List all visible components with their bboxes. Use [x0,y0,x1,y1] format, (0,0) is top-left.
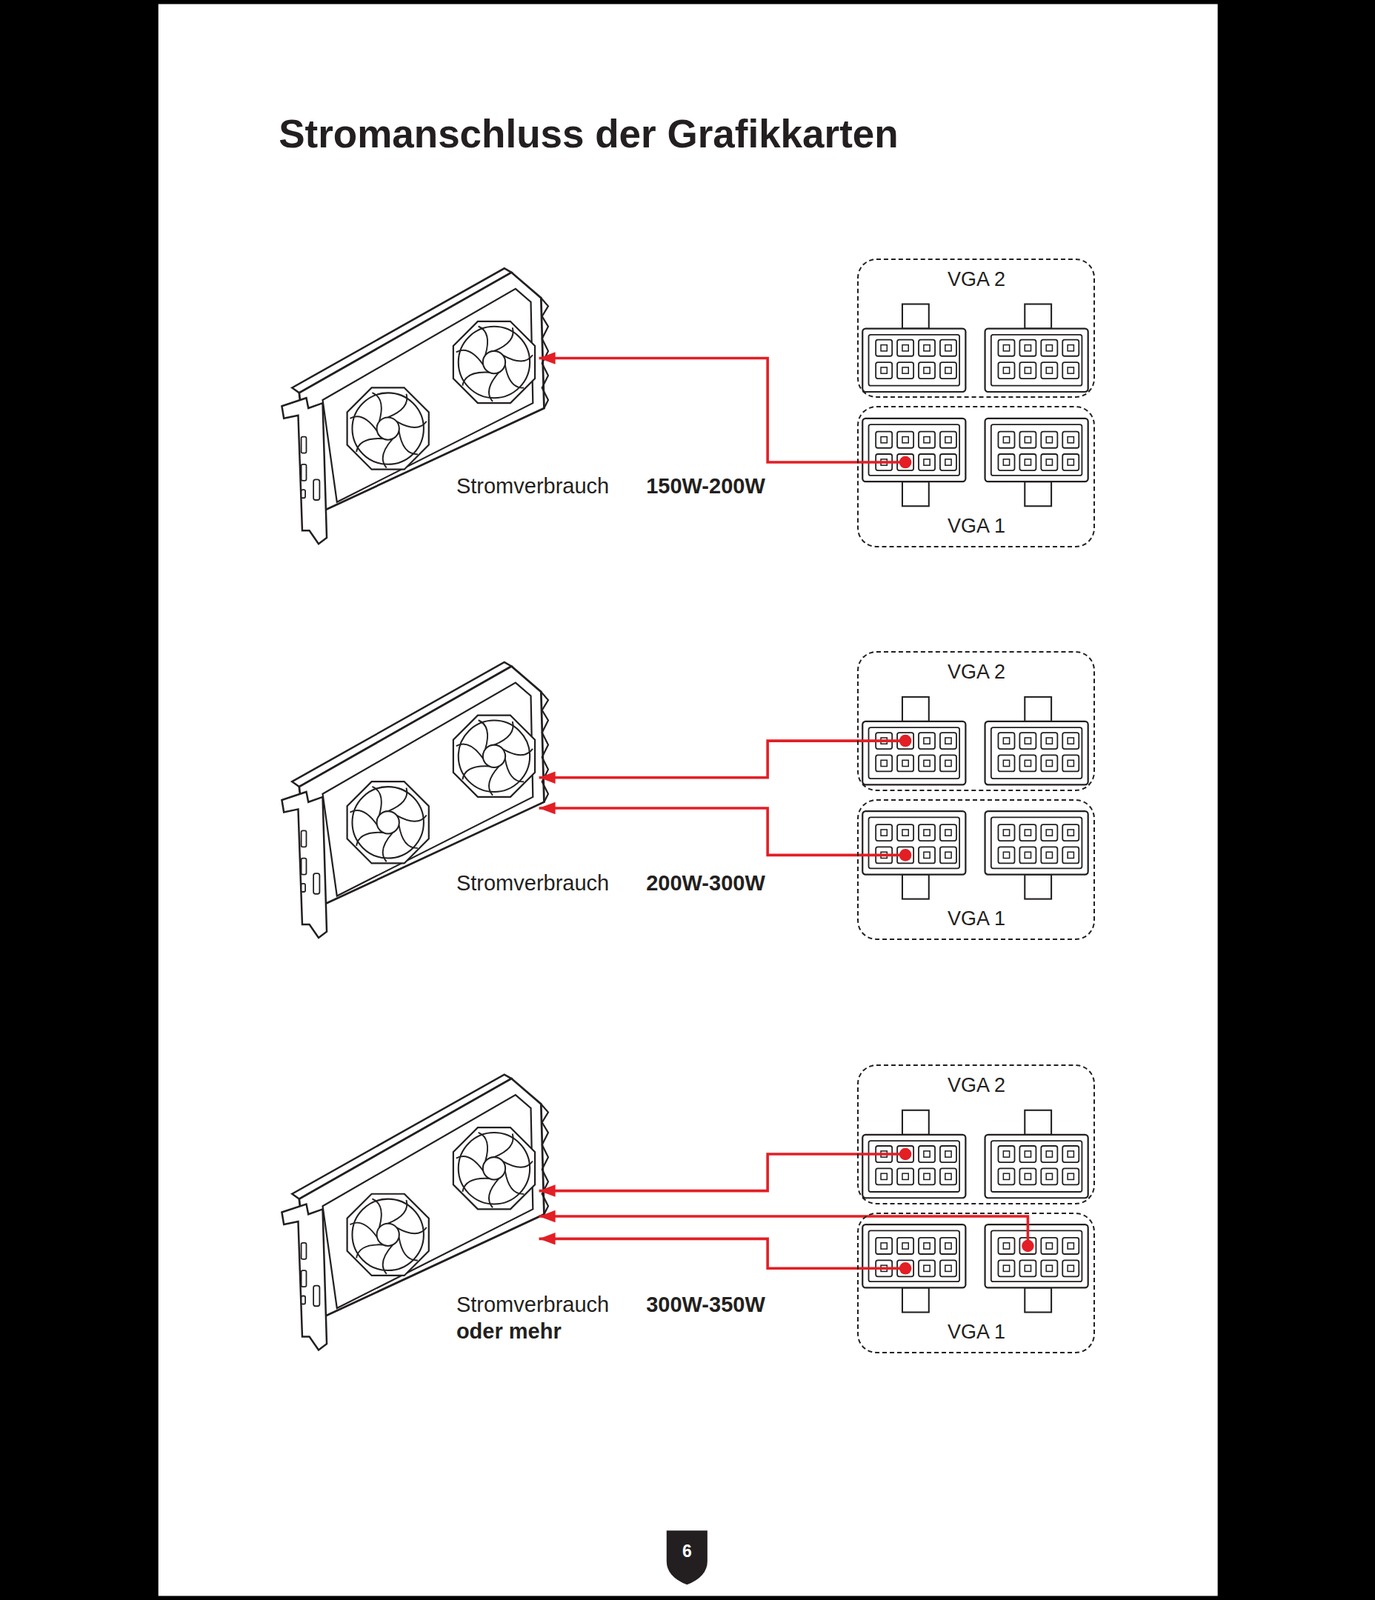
connector-group-box: VGA 1 [857,799,1095,941]
group-label: VGA 2 [858,269,1094,290]
pin-dot [899,734,912,748]
power-caption: Stromverbrauch [456,475,609,498]
graphics-card [281,662,549,938]
power-cable [539,740,907,778]
power-connector [985,304,1089,392]
page-sheet [158,4,1218,1597]
power-caption: Stromverbrauch [456,872,609,895]
power-cable [539,1238,907,1269]
connector-group-box: VGA 1 [857,1212,1095,1354]
pin-dot [899,849,912,862]
power-connector [985,811,1089,899]
connector-group-box: VGA 2 [857,651,1095,792]
power-connector [862,304,966,392]
power-connector [985,697,1089,785]
pin-dots [899,456,1035,1275]
power-connector [985,1224,1089,1313]
page-title: Stromanschluss der Grafikkarten [278,114,899,154]
group-label: VGA 1 [858,909,1094,930]
pin-dot [899,456,912,469]
power-cable [539,1216,1029,1247]
power-cable [539,358,907,464]
power-range: oder mehr [456,1320,562,1343]
pin-dot [899,1148,912,1161]
power-connector [985,418,1089,506]
connector-group-box: VGA 2 [857,258,1095,399]
power-cables [539,358,1029,1270]
graphics-card [281,268,549,544]
page-number-shield [666,1530,708,1585]
page-number: 6 [682,1543,692,1561]
group-label: VGA 2 [858,1075,1094,1096]
power-cable [539,808,907,855]
power-range: 300W-350W [646,1294,766,1316]
connector-group-box: VGA 1 [857,405,1095,547]
group-label: VGA 2 [858,662,1094,683]
pin-dot [1021,1240,1035,1253]
power-caption: Stromverbrauch [456,1294,609,1316]
power-range: 150W-200W [646,475,766,498]
group-label: VGA 1 [858,1322,1094,1343]
power-cable [539,1154,907,1192]
power-connector [985,1110,1089,1198]
connector-group-box: VGA 2 [857,1064,1095,1205]
power-range: 200W-300W [646,872,766,895]
pin-dot [899,1262,912,1275]
group-label: VGA 1 [858,516,1094,537]
